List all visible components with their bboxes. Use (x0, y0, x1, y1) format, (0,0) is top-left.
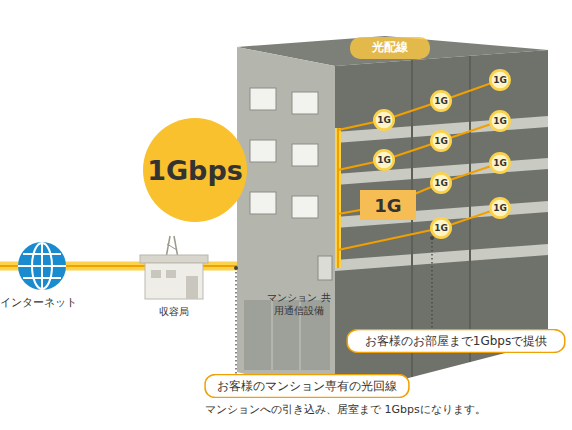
inner-circle (376, 152, 393, 169)
glow-circle (430, 130, 452, 152)
speed-text: 1G (377, 155, 391, 165)
speed-circle: 1G (430, 130, 452, 152)
inner-circle (492, 72, 509, 89)
speed-text: 1G (493, 116, 507, 126)
globe-equator (18, 265, 66, 267)
lit-room (360, 190, 416, 220)
speed-text: 1G (493, 75, 507, 85)
station-roof (140, 255, 208, 263)
caption-label: マンション 共用通信設備 (266, 291, 332, 317)
antenna-brace (167, 244, 177, 250)
callout-box: お客様のマンション専有の光回線 (203, 374, 411, 398)
globe-parallel (23, 253, 61, 255)
inner-circle (433, 133, 450, 150)
speed-circle: 1G (373, 109, 395, 131)
leader-line (431, 238, 432, 329)
building-left-face (237, 47, 335, 397)
station-icon (140, 236, 208, 299)
glass-frame (272, 300, 273, 370)
inner-circle (376, 112, 393, 129)
speed-text: 1G (434, 223, 448, 233)
shared-equipment (318, 256, 332, 280)
leader-dot (430, 236, 434, 240)
speed-text: 1G (374, 195, 401, 216)
speed-text: 1G (493, 203, 507, 213)
speed-circle: 1G (430, 172, 452, 194)
glow-circle (430, 217, 452, 239)
inner-circle (433, 93, 450, 110)
speed-circle: 1G (489, 197, 511, 219)
glow-circle (489, 110, 511, 132)
inner-circle (433, 220, 450, 237)
window (250, 192, 276, 214)
globe-icon (18, 242, 66, 290)
speed-text: 1G (434, 136, 448, 146)
window (250, 88, 276, 110)
glow-circle (489, 152, 511, 174)
floor-fiber (338, 121, 500, 170)
speed-circle: 1G (430, 90, 452, 112)
caption-label: 光配線 (360, 40, 420, 56)
glow-circle (430, 172, 452, 194)
balcony-rail (335, 244, 548, 271)
riser-glow (335, 128, 341, 268)
speed-text: 1G (434, 96, 448, 106)
speed-text: 1G (434, 178, 448, 188)
inner-circle (492, 200, 509, 217)
speed-circle: 1G (489, 110, 511, 132)
globe-body (18, 242, 66, 290)
caption-label: マンションへの引き込み、居室まで 1Gbpsになります。 (205, 403, 565, 417)
riser-core (337, 128, 339, 268)
callout-text: お客様のお部屋まで1Gbpsで提供 (365, 333, 547, 350)
station-body (145, 263, 203, 299)
glow-circle (489, 197, 511, 219)
caption-label: インターネット (0, 296, 100, 310)
caption-label: 収容局 (138, 305, 210, 318)
speed-circle: 1G (489, 69, 511, 91)
globe-parallel (23, 277, 61, 279)
station-door (186, 276, 198, 299)
building-right-face (335, 50, 548, 397)
window (292, 196, 318, 218)
balcony-divider (469, 56, 471, 362)
leader-dot (234, 266, 238, 270)
leader-line (235, 268, 236, 374)
leader-lines (234, 236, 434, 374)
speed-text: 1G (493, 158, 507, 168)
speed-circle: 1G (373, 149, 395, 171)
indoor-fiber (338, 80, 500, 268)
speed-text: 1Gbps (147, 155, 243, 186)
window (292, 92, 318, 114)
window (292, 144, 318, 166)
floor-fiber (338, 80, 500, 130)
apartment-building (237, 36, 548, 397)
glow-circle (489, 69, 511, 91)
glow-circle (430, 90, 452, 112)
callout-border (347, 329, 565, 352)
callout-box: お客様のお部屋まで1Gbpsで提供 (345, 329, 567, 353)
inner-circle (492, 155, 509, 172)
station-window (166, 270, 176, 278)
speed-text: 1G (377, 115, 391, 125)
speed-circle (143, 118, 247, 222)
inner-circle (492, 113, 509, 130)
glow-circle (373, 149, 395, 171)
station-window (151, 270, 161, 278)
room-box: 1G (360, 190, 416, 220)
callout-border (205, 374, 409, 397)
glow-circle (373, 109, 395, 131)
speed-circle: 1Gbps (143, 118, 247, 222)
label-glow (350, 37, 430, 59)
window (250, 140, 276, 162)
speed-circle: 1G (430, 217, 452, 239)
inner-circle (433, 175, 450, 192)
speed-circle: 1G (489, 152, 511, 174)
callout-text: お客様のマンション専有の光回線 (217, 378, 397, 395)
